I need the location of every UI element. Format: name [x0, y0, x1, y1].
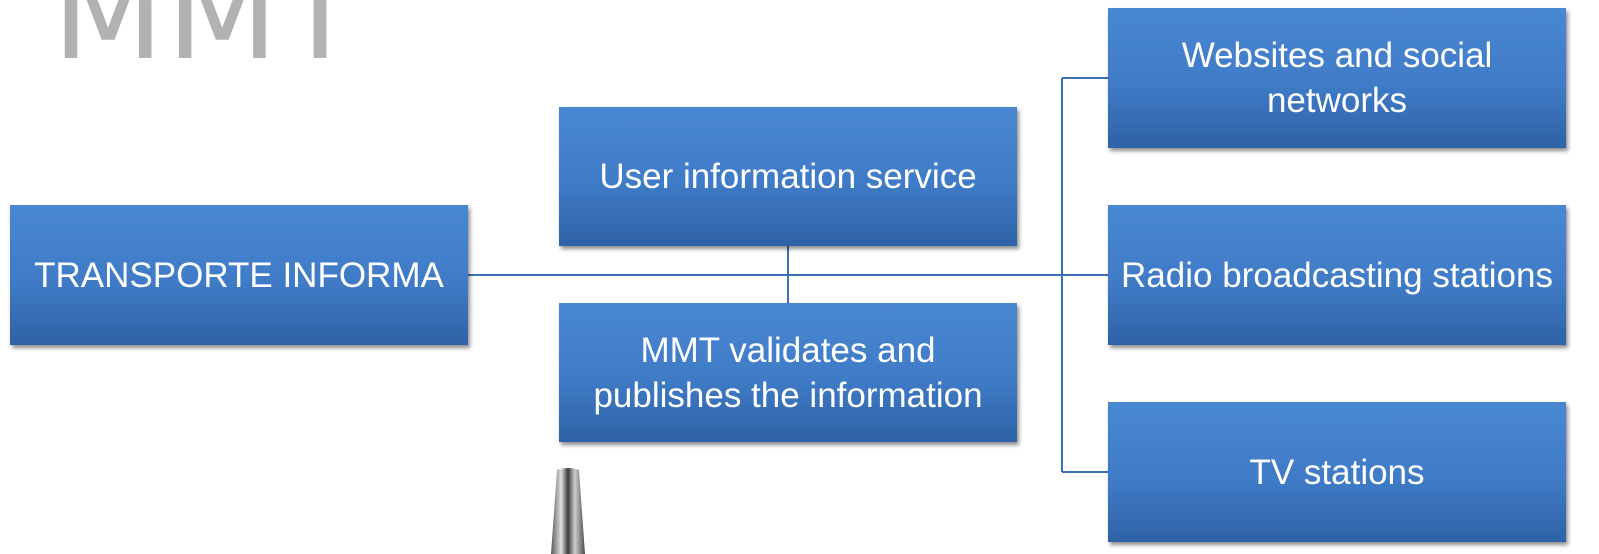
websites-social-box: Websites and social networks — [1108, 8, 1566, 148]
tv-stations-box: TV stations — [1108, 402, 1566, 542]
transporte-informa-box: TRANSPORTE INFORMA — [10, 205, 468, 345]
user-information-service-box: User information service — [559, 107, 1017, 246]
pen-icon — [551, 468, 585, 554]
radio-stations-box: Radio broadcasting stations — [1108, 205, 1566, 345]
mmt-validation-box: MMT validates and publishes the informat… — [559, 303, 1017, 442]
mmt-logo: MMT — [52, 0, 362, 89]
